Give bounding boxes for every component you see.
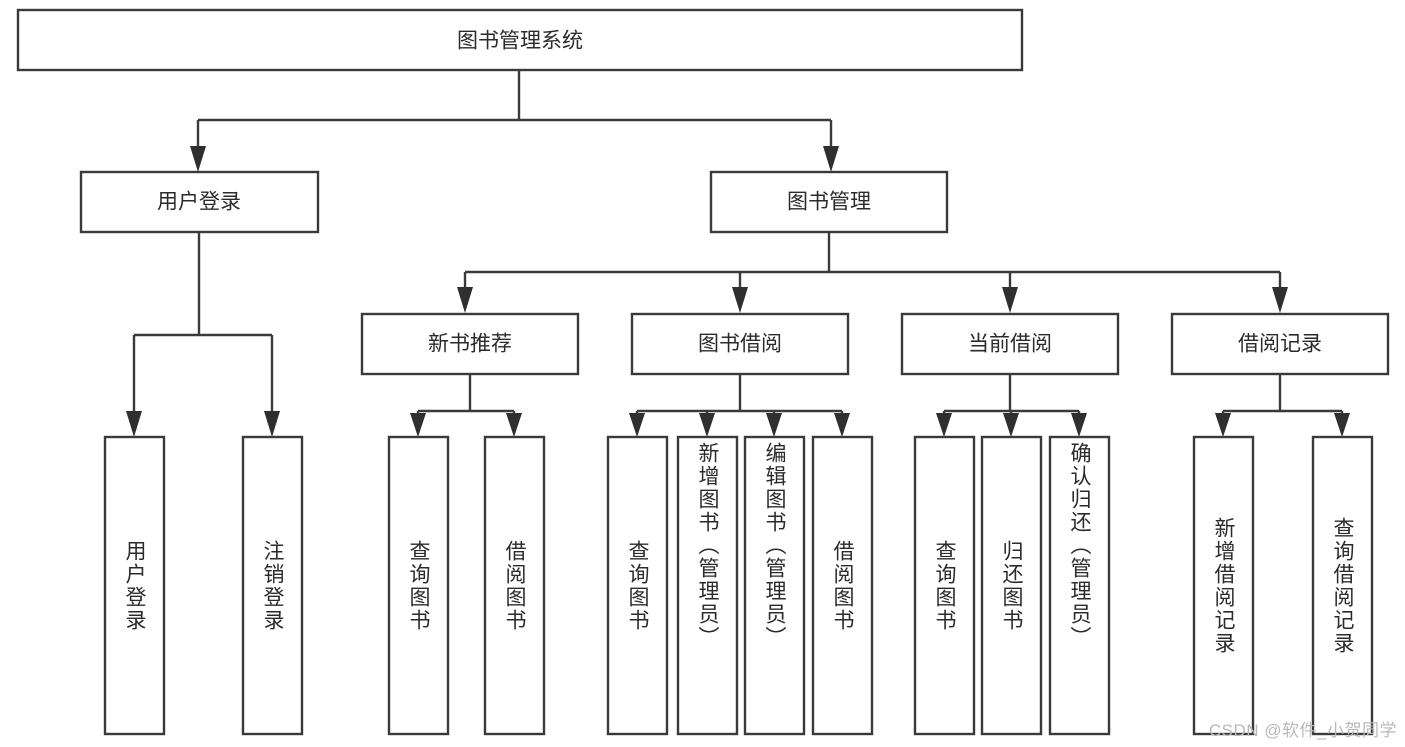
node-box-leaf-query-book-2[interactable] bbox=[606, 435, 669, 736]
node-box-leaf-add-book[interactable] bbox=[676, 435, 739, 736]
node-label-new-book-recommend: 新书推荐 bbox=[428, 333, 512, 356]
node-box-leaf-logout-login[interactable] bbox=[241, 435, 304, 736]
connector-group-book-borrow bbox=[629, 374, 850, 437]
node-box-user-login[interactable] bbox=[79, 170, 320, 234]
arrow-head-leaf-edit-book bbox=[766, 413, 782, 437]
node-box-root[interactable] bbox=[16, 8, 1024, 72]
node-box-leaf-edit-book[interactable] bbox=[743, 435, 806, 736]
node-box-book-manage[interactable] bbox=[709, 170, 949, 234]
connector-group-root bbox=[190, 70, 839, 172]
arrow-head-leaf-borrow-book-1 bbox=[506, 413, 522, 437]
node-box-new-book-recommend[interactable] bbox=[360, 312, 580, 376]
arrow-head-leaf-query-record bbox=[1334, 413, 1350, 437]
node-label-user-login: 用户登录 bbox=[157, 191, 241, 214]
node-box-leaf-query-book-3[interactable] bbox=[913, 435, 976, 736]
node-box-leaf-user-login[interactable] bbox=[103, 435, 166, 736]
node-label-current-borrow: 当前借阅 bbox=[968, 333, 1052, 356]
node-box-leaf-borrow-book-2[interactable] bbox=[811, 435, 874, 736]
watermark-text: CSDN @软件_小贺同学 bbox=[1208, 721, 1397, 740]
node-box-borrow-record[interactable] bbox=[1170, 312, 1390, 376]
arrow-head-leaf-query-book-1 bbox=[410, 413, 426, 437]
connector-group-current-borrow bbox=[936, 374, 1087, 437]
node-label-borrow-record: 借阅记录 bbox=[1238, 333, 1322, 356]
arrow-head-leaf-user-login bbox=[126, 411, 142, 437]
node-label-book-borrow: 图书借阅 bbox=[698, 333, 782, 356]
node-box-leaf-return-book[interactable] bbox=[980, 435, 1043, 736]
arrow-head-current-borrow bbox=[1002, 287, 1018, 313]
arrow-head-leaf-return-book bbox=[1003, 413, 1019, 437]
arrow-head-user-login bbox=[190, 146, 206, 172]
node-box-book-borrow[interactable] bbox=[630, 312, 850, 376]
node-box-leaf-borrow-book-1[interactable] bbox=[483, 435, 546, 736]
arrow-head-book-manage bbox=[823, 146, 839, 172]
node-box-leaf-confirm-return[interactable] bbox=[1048, 435, 1111, 736]
arrow-head-leaf-query-book-2 bbox=[629, 413, 645, 437]
node-box-leaf-query-book-1[interactable] bbox=[387, 435, 450, 736]
connector-group-book-manage bbox=[457, 232, 1288, 313]
node-label-book-manage: 图书管理 bbox=[787, 191, 871, 214]
arrow-head-book-borrow bbox=[732, 287, 748, 313]
node-label-root: 图书管理系统 bbox=[457, 30, 583, 53]
arrow-head-leaf-logout-login bbox=[264, 411, 280, 437]
arrow-head-leaf-borrow-book-2 bbox=[834, 413, 850, 437]
connector-group-user-login bbox=[126, 232, 280, 437]
node-box-current-borrow[interactable] bbox=[900, 312, 1120, 376]
arrow-head-borrow-record bbox=[1272, 287, 1288, 313]
arrow-head-leaf-query-book-3 bbox=[936, 413, 952, 437]
arrow-head-leaf-add-record bbox=[1215, 413, 1231, 437]
arrow-head-leaf-confirm-return bbox=[1071, 413, 1087, 437]
connector-group-borrow-record bbox=[1215, 374, 1350, 437]
node-box-leaf-query-record[interactable] bbox=[1311, 435, 1374, 736]
node-box-leaf-add-record[interactable] bbox=[1192, 435, 1255, 736]
connector-group-new-book-recommend bbox=[410, 374, 522, 437]
arrow-head-leaf-add-book bbox=[699, 413, 715, 437]
arrow-head-new-book-recommend bbox=[457, 287, 473, 313]
